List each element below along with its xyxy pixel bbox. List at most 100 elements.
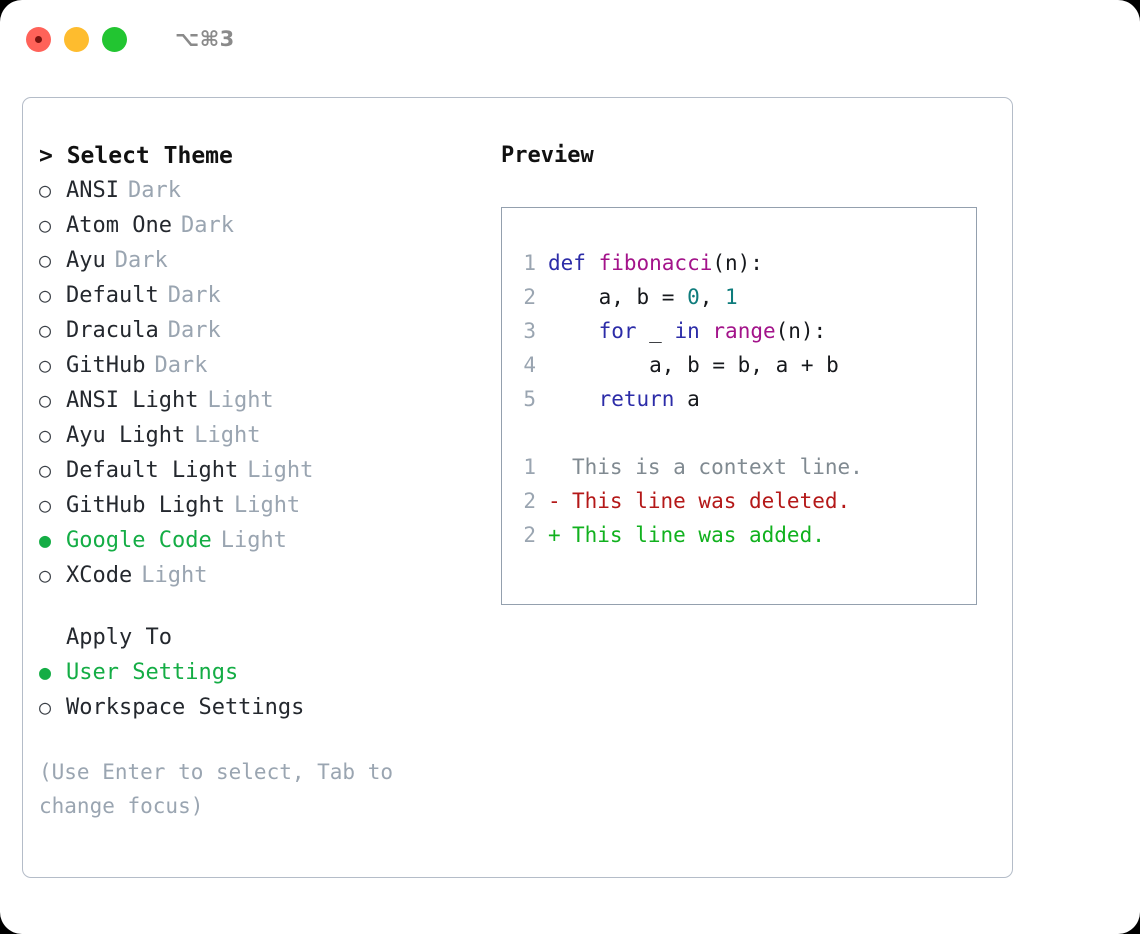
- radio-unselected-icon[interactable]: ○: [39, 388, 52, 412]
- code-token-fn: fibonacci: [598, 251, 713, 275]
- theme-variant-label: Light: [233, 493, 301, 518]
- theme-option-label: Dracula: [66, 318, 159, 343]
- keyboard-shortcut-label: ⌥⌘3: [175, 27, 235, 51]
- theme-option-row[interactable]: ○ ANSI Dark: [39, 173, 499, 208]
- radio-unselected-icon[interactable]: ○: [39, 423, 52, 447]
- code-token-pl: ,: [699, 285, 726, 309]
- theme-variant-label: Light: [207, 388, 274, 413]
- window-controls: [26, 26, 127, 52]
- radio-unselected-icon[interactable]: ○: [39, 563, 52, 587]
- theme-variant-label: Dark: [127, 178, 181, 203]
- apply-to-option-row[interactable]: ● User Settings: [39, 655, 499, 690]
- theme-variant-label: Light: [247, 458, 314, 483]
- code-text: def fibonacci(n):: [548, 246, 763, 280]
- maximize-light-icon[interactable]: [102, 26, 127, 52]
- radio-selected-icon[interactable]: ●: [39, 528, 52, 552]
- code-token-kw: def: [548, 251, 599, 275]
- code-text: return a: [548, 382, 700, 416]
- code-token-pl: a, b =: [548, 285, 688, 309]
- theme-option-row[interactable]: ○ XCode Light: [39, 558, 499, 593]
- code-line: 2 a, b = 0, 1: [502, 280, 976, 314]
- code-line: 1 def fibonacci(n):: [502, 246, 976, 280]
- code-text: a, b = b, a + b: [548, 348, 839, 382]
- theme-variant-label: Light: [194, 423, 261, 448]
- apply-to-option-label: User Settings: [66, 660, 239, 685]
- theme-option-label: ANSI: [66, 178, 119, 203]
- code-token-kw: return: [598, 387, 675, 411]
- radio-selected-icon[interactable]: ●: [39, 660, 52, 684]
- diff-line: 2+This line was added.: [502, 518, 976, 552]
- preview-title: Preview: [501, 143, 594, 168]
- theme-option-label: Atom One: [66, 213, 172, 238]
- apply-to-option-label: Workspace Settings: [66, 695, 305, 720]
- radio-unselected-icon[interactable]: ○: [39, 178, 52, 202]
- line-number: 1: [523, 251, 536, 275]
- close-light-icon[interactable]: [26, 26, 51, 52]
- theme-option-label: ANSI Light: [66, 388, 199, 413]
- code-line: 3 for _ in range(n):: [502, 314, 976, 348]
- apply-to-option-row[interactable]: ○ Workspace Settings: [39, 690, 499, 725]
- theme-variant-label: Dark: [154, 353, 208, 378]
- diff-text: This is a context line.: [572, 455, 863, 479]
- radio-unselected-icon[interactable]: ○: [39, 353, 52, 377]
- line-number: 2: [523, 489, 536, 513]
- radio-unselected-icon[interactable]: ○: [39, 213, 52, 237]
- radio-unselected-icon[interactable]: ○: [39, 695, 52, 719]
- title-bar: ⌥⌘3: [0, 0, 1140, 78]
- diff-line: 1 This is a context line.: [502, 450, 976, 484]
- radio-unselected-icon[interactable]: ○: [39, 318, 52, 342]
- code-token-pl: a: [674, 387, 700, 411]
- theme-option-row[interactable]: ○ ANSI Light Light: [39, 383, 499, 418]
- diff-sample: 1 This is a context line. 2-This line was…: [502, 450, 976, 552]
- diff-text: This line was added.: [572, 523, 825, 547]
- theme-option-label: Ayu: [66, 248, 106, 273]
- apply-to-option-list[interactable]: ● User Settings ○ Workspace Settings: [39, 655, 499, 725]
- line-number: 1: [523, 455, 536, 479]
- theme-option-row[interactable]: ○ Ayu Light Light: [39, 418, 499, 453]
- minimize-light-icon[interactable]: [64, 26, 89, 52]
- diff-sign: -: [548, 489, 561, 513]
- theme-variant-label: Light: [141, 563, 208, 588]
- code-line: 4 a, b = b, a + b: [502, 348, 976, 382]
- code-token-pl: (n):: [712, 251, 763, 275]
- theme-option-label: Default Light: [66, 458, 239, 483]
- code-token-kw: in: [674, 319, 700, 343]
- code-text: a, b = 0, 1: [548, 280, 738, 314]
- theme-option-row[interactable]: ○ GitHub Light Light: [39, 488, 499, 523]
- theme-option-label: GitHub Light: [66, 493, 225, 518]
- code-token-pl: (n):: [775, 319, 827, 343]
- code-token-pl: a, b = b, a + b: [548, 353, 839, 377]
- theme-option-row[interactable]: ○ GitHub Dark: [39, 348, 499, 383]
- line-number: 4: [523, 353, 536, 377]
- theme-option-row[interactable]: ○ Default Light Light: [39, 453, 499, 488]
- theme-option-label: Ayu Light: [66, 423, 186, 448]
- line-number: 2: [523, 285, 536, 309]
- code-token-fn: range: [712, 319, 776, 343]
- theme-option-label: GitHub: [66, 353, 146, 378]
- radio-unselected-icon[interactable]: ○: [39, 493, 52, 517]
- select-theme-header: > Select Theme: [39, 143, 233, 169]
- line-number: 2: [523, 523, 536, 547]
- code-token-kw: for: [598, 319, 637, 343]
- code-token-num: 0: [687, 285, 700, 309]
- radio-unselected-icon[interactable]: ○: [39, 458, 52, 482]
- code-token-num: 1: [725, 285, 738, 309]
- theme-variant-label: Light: [220, 528, 287, 553]
- radio-unselected-icon[interactable]: ○: [39, 248, 52, 272]
- diff-text: This line was deleted.: [572, 489, 851, 513]
- code-token-pl: _: [636, 319, 675, 343]
- radio-unselected-icon[interactable]: ○: [39, 283, 52, 307]
- theme-option-label: XCode: [66, 563, 133, 588]
- apply-to-header: Apply To: [66, 625, 172, 650]
